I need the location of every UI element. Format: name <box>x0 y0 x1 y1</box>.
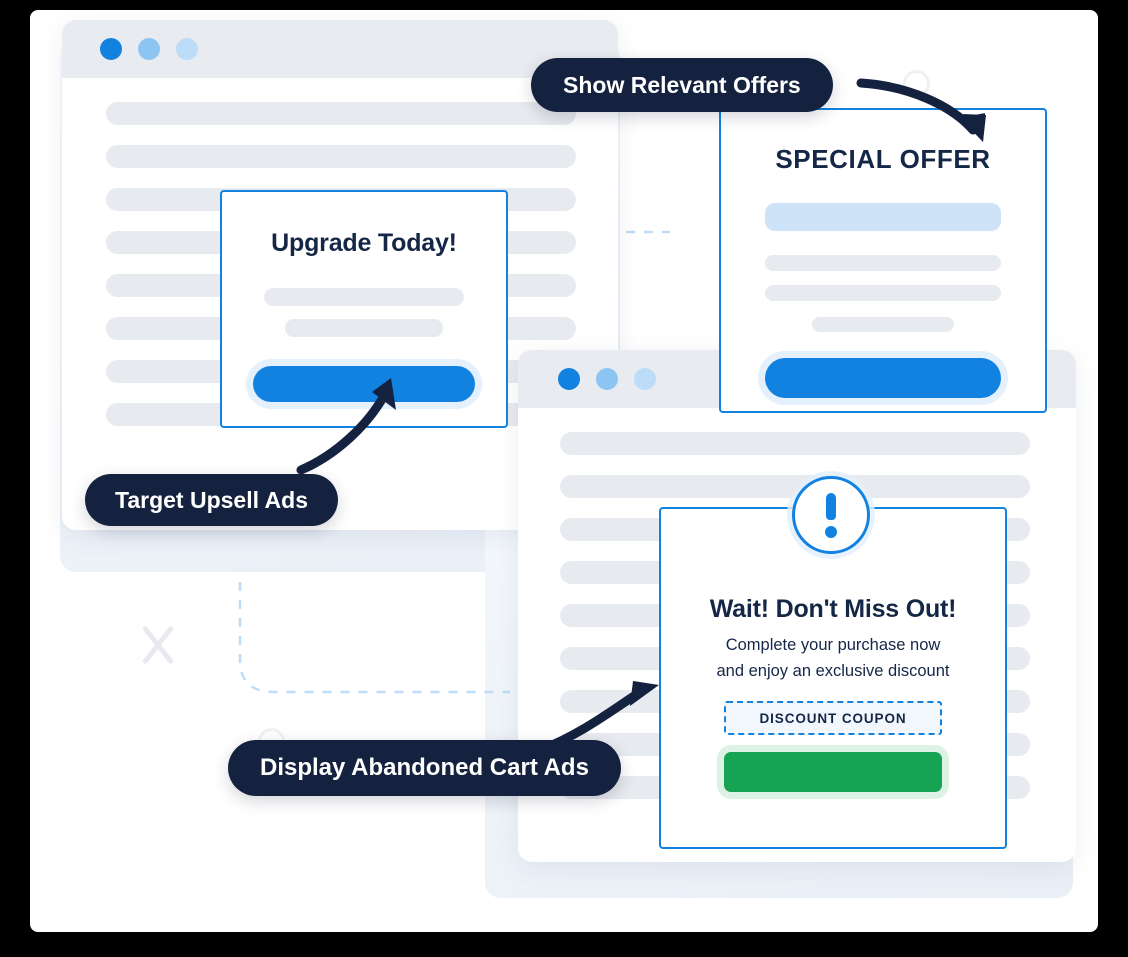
exclamation-bar <box>826 492 836 520</box>
abandoned-cart-body-line-1: Complete your purchase now <box>725 636 941 654</box>
special-offer-cta-button[interactable] <box>765 358 1001 398</box>
callout-display-abandoned-cart-ads[interactable]: Display Abandoned Cart Ads <box>228 740 621 796</box>
placeholder-bar <box>285 319 443 337</box>
abandoned-cart-title: Wait! Don't Miss Out! <box>709 595 957 623</box>
placeholder-bar <box>765 203 1001 231</box>
window-dot-icon-2[interactable] <box>138 38 160 60</box>
window-dot-icon-1[interactable] <box>100 38 122 60</box>
window-dot-icon-3[interactable] <box>634 368 656 390</box>
skeleton-row <box>560 432 1030 455</box>
special-offer-card: SPECIAL OFFER <box>719 108 1047 413</box>
window-titlebar <box>62 20 618 78</box>
abandoned-cart-card: Wait! Don't Miss Out! Complete your purc… <box>659 507 1007 849</box>
placeholder-bar <box>812 317 954 332</box>
close-x-decoration <box>135 622 181 668</box>
skeleton-row <box>560 475 1030 498</box>
window-dot-icon-1[interactable] <box>558 368 580 390</box>
window-dot-icon-3[interactable] <box>176 38 198 60</box>
callout-target-upsell-ads[interactable]: Target Upsell Ads <box>85 474 338 526</box>
circle-outline-decoration-top <box>903 70 930 97</box>
exclamation-circle-icon <box>792 476 870 554</box>
placeholder-bar <box>765 255 1001 271</box>
upsell-card-title: Upgrade Today! <box>271 229 457 257</box>
placeholder-bar <box>765 285 1001 301</box>
skeleton-row <box>106 145 576 168</box>
white-canvas: SPECIAL OFFER Upgrade Today! Wait! Don't… <box>30 10 1098 932</box>
upsell-card: Upgrade Today! <box>220 190 508 428</box>
abandoned-cart-body: Complete your purchase now and enjoy an … <box>661 633 1005 684</box>
special-offer-title: SPECIAL OFFER <box>775 144 991 174</box>
discount-coupon-badge[interactable]: DISCOUNT COUPON <box>724 701 942 736</box>
callout-show-relevant-offers[interactable]: Show Relevant Offers <box>531 58 833 112</box>
window-dot-icon-2[interactable] <box>596 368 618 390</box>
upsell-cta-button[interactable] <box>253 366 475 402</box>
skeleton-row <box>106 102 576 125</box>
placeholder-bar <box>264 288 464 306</box>
abandoned-cart-body-line-2: and enjoy an exclusive discount <box>716 661 950 680</box>
abandoned-cart-cta-button[interactable] <box>724 752 942 793</box>
exclamation-dot <box>825 525 837 538</box>
